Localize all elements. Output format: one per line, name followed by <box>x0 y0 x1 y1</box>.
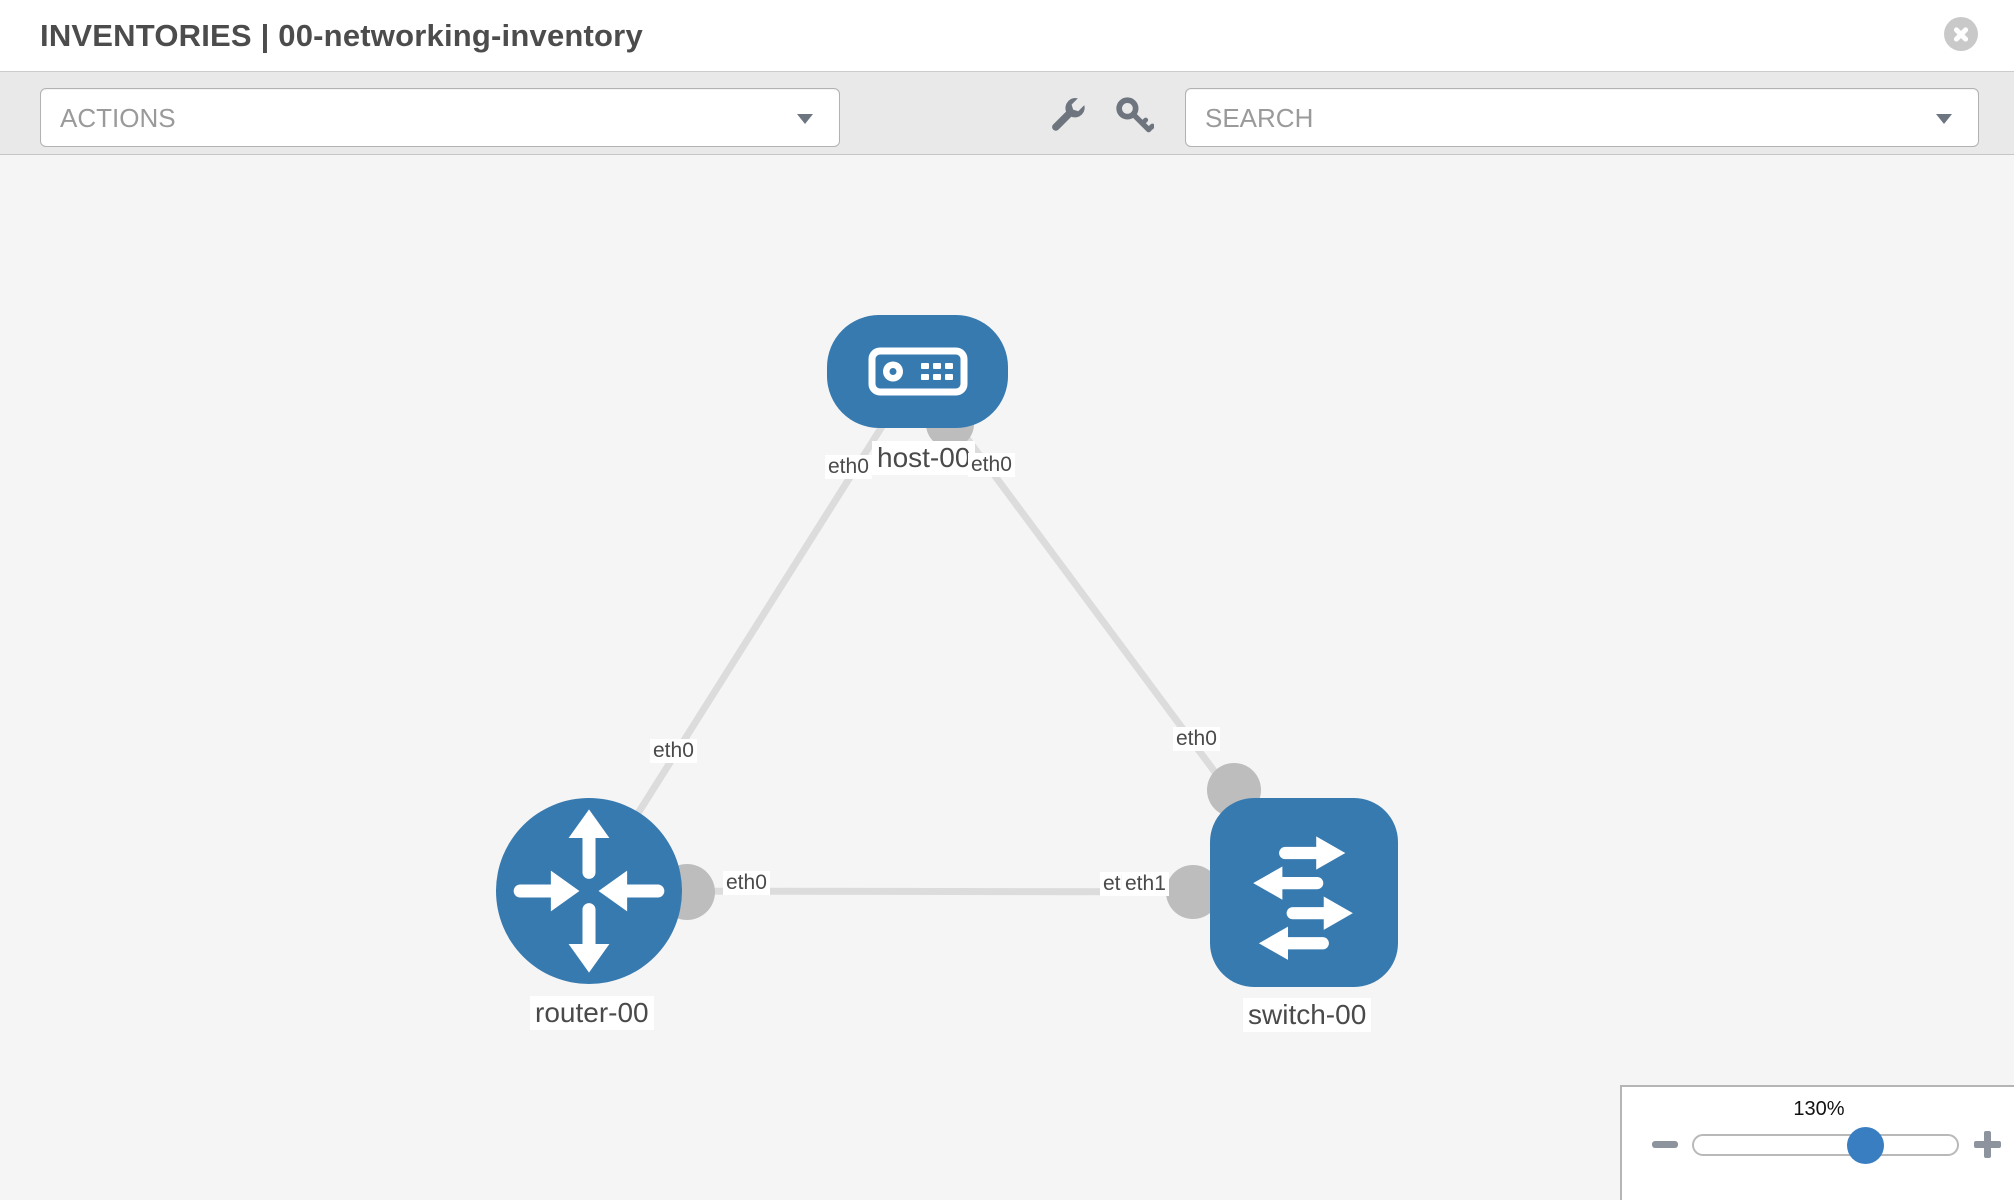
node-label-switch: switch-00 <box>1243 998 1372 1032</box>
node-label-router: router-00 <box>530 996 654 1030</box>
header: INVENTORIES | 00-networking-inventory <box>0 0 2014 71</box>
toolbar: ACTIONS SEARCH <box>0 71 2014 155</box>
iface-label-host-left: eth0 <box>825 455 872 479</box>
wrench-icon <box>1052 98 1085 131</box>
host-icon <box>868 347 968 396</box>
zoom-slider-track[interactable] <box>1692 1134 1959 1156</box>
links-layer <box>586 368 1307 920</box>
iface-label-host-right: eth0 <box>968 453 1015 477</box>
iface-label-switch-top: eth0 <box>1173 727 1220 751</box>
chevron-down-icon <box>1936 114 1952 124</box>
iface-label-router-top: eth0 <box>650 739 697 763</box>
actions-dropdown[interactable]: ACTIONS <box>40 88 840 147</box>
key-button[interactable] <box>1116 97 1155 135</box>
switch-icon <box>1253 836 1353 960</box>
search-dropdown-label: SEARCH <box>1205 103 1314 133</box>
node-switch-00[interactable] <box>1210 798 1398 987</box>
configure-tools-button[interactable] <box>1048 97 1086 135</box>
node-host-00[interactable] <box>827 315 1008 428</box>
plus-icon <box>1984 1131 1991 1158</box>
topology-canvas[interactable]: host-00 router-00 switch-00 eth0 eth0 et… <box>0 155 2014 1200</box>
zoom-in-button[interactable] <box>1974 1131 2001 1158</box>
page-title: INVENTORIES | 00-networking-inventory <box>40 18 643 53</box>
node-router-00[interactable] <box>496 798 682 984</box>
zoom-slider-thumb[interactable] <box>1847 1127 1884 1164</box>
close-button[interactable] <box>1944 17 1978 51</box>
key-icon <box>1116 97 1155 133</box>
iface-label-router-mid: eth0 <box>723 871 770 895</box>
router-icon <box>513 809 665 973</box>
zoom-out-button[interactable] <box>1652 1141 1678 1148</box>
iface-label-switch-mid-over: eth1 <box>1122 872 1169 896</box>
zoom-level-value: 130% <box>1793 1098 1845 1120</box>
zoom-control-panel: 130% <box>1620 1085 2014 1200</box>
chevron-down-icon <box>797 114 813 124</box>
actions-dropdown-label: ACTIONS <box>60 103 176 133</box>
port-switch-eth1[interactable] <box>1166 865 1220 919</box>
node-label-host: host-00 <box>872 441 976 475</box>
search-dropdown[interactable]: SEARCH <box>1185 88 1979 147</box>
